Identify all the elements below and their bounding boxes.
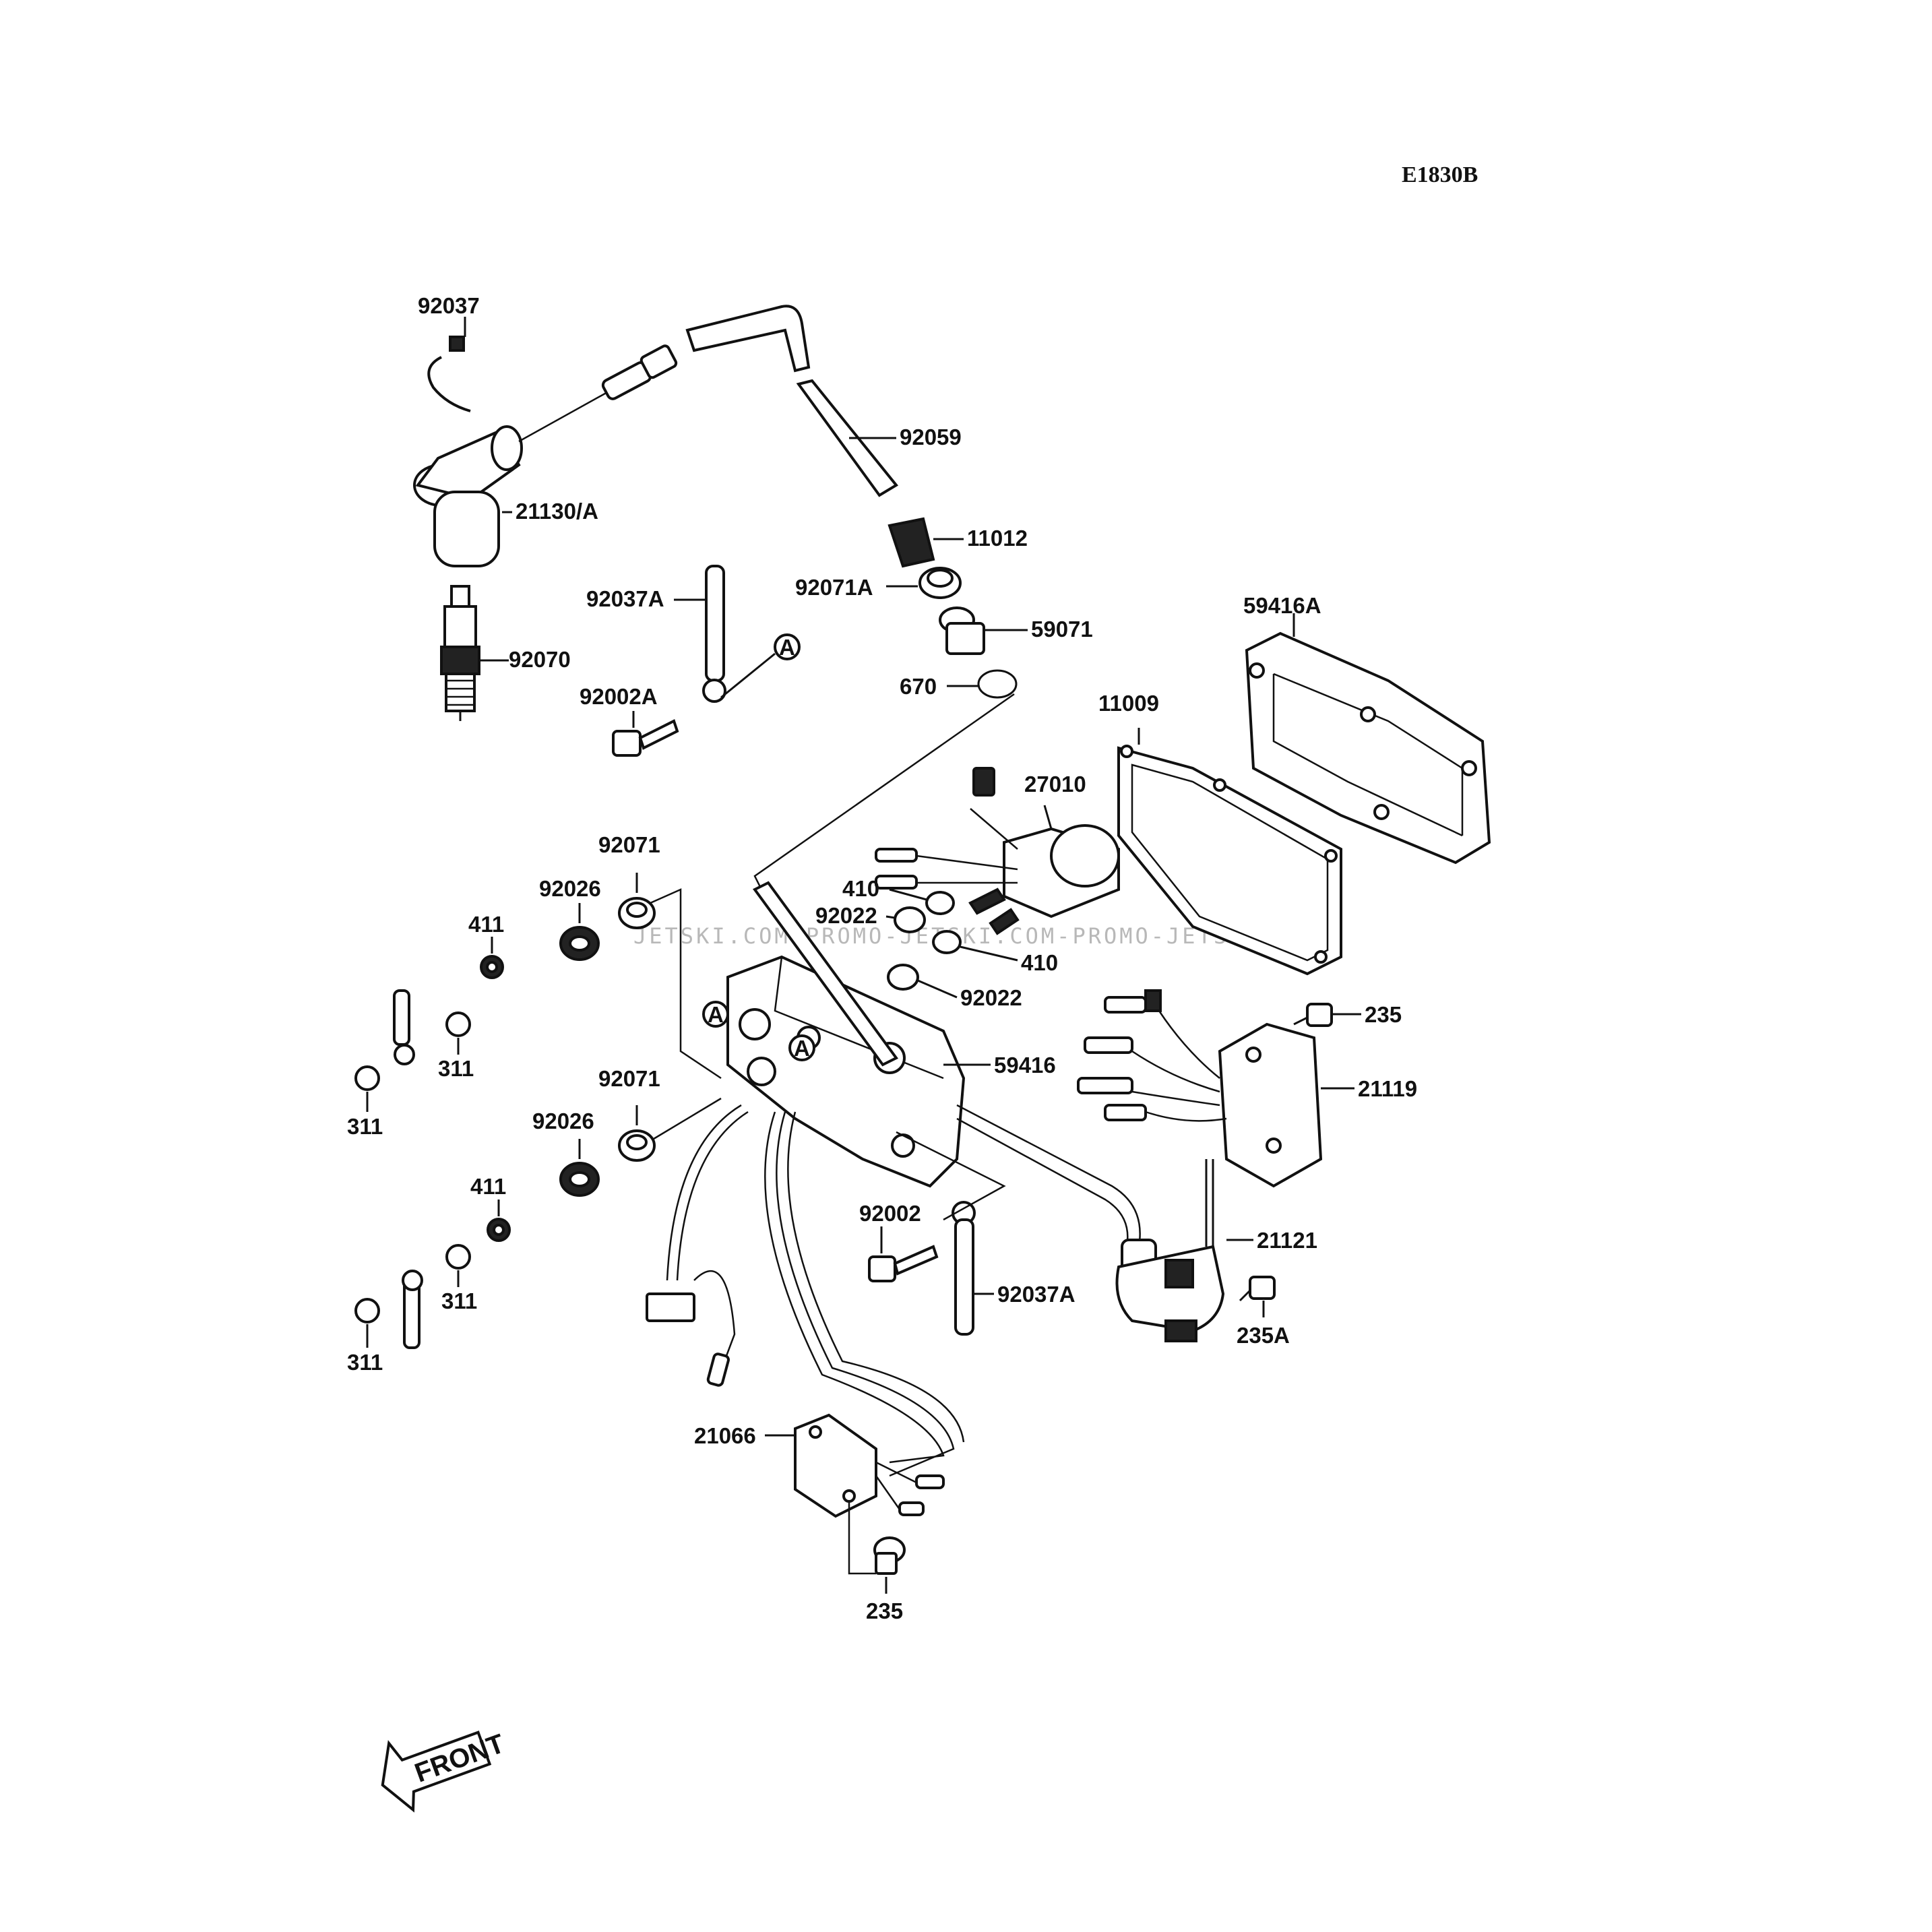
callout-92022-right: 92022 xyxy=(960,985,1022,1010)
hv-lead xyxy=(518,389,611,443)
callout-92002: 92002 xyxy=(859,1201,921,1226)
front-label: FRONT xyxy=(411,1728,509,1788)
callout-235-right: 235 xyxy=(1365,1002,1402,1027)
marker-a-left xyxy=(702,1001,729,1028)
callout-11012: 11012 xyxy=(967,526,1028,551)
callout-670: 670 xyxy=(900,674,937,699)
callout-59071: 59071 xyxy=(1031,617,1093,642)
callout-92002A: 92002A xyxy=(580,684,658,709)
callout-92070: 92070 xyxy=(509,647,571,672)
clip-92037 xyxy=(427,356,471,412)
bolt-92002 xyxy=(868,1226,939,1282)
screw-235A xyxy=(1239,1276,1276,1317)
washers-410-92022 xyxy=(885,888,1018,999)
callout-21119: 21119 xyxy=(1358,1076,1417,1101)
marker-a-top xyxy=(774,633,801,660)
filter-11012 xyxy=(887,517,964,568)
callout-235A: 235A xyxy=(1237,1323,1290,1348)
coil-lead xyxy=(956,1104,1141,1247)
strap-92037A-top xyxy=(674,565,726,703)
marker-a-center xyxy=(788,1034,815,1061)
spark-plug-92070 xyxy=(440,585,480,721)
svg-text:A: A xyxy=(708,1002,724,1027)
ignition-coil-21121 xyxy=(1115,1159,1253,1342)
callout-92059: 92059 xyxy=(900,425,962,449)
callout-411-bottom: 411 xyxy=(470,1174,506,1199)
callout-21130A: 21130/A xyxy=(516,499,598,524)
gasket-11009 xyxy=(1117,728,1342,976)
hose-92059 xyxy=(685,305,898,497)
callout-59416A: 59416A xyxy=(1243,593,1321,618)
callout-235-bottom: 235 xyxy=(866,1598,903,1623)
callout-92026-bottom: 92026 xyxy=(532,1109,594,1133)
callout-92037A-bottom: 92037A xyxy=(997,1282,1076,1307)
callout-labels: 92037 92059 21130/A 11012 92071A 92037A … xyxy=(347,293,1417,1623)
callout-59416: 59416 xyxy=(994,1053,1056,1078)
callout-21121: 21121 xyxy=(1257,1228,1317,1253)
grommet-92071A xyxy=(886,567,962,599)
regulator-21119 xyxy=(1077,989,1354,1188)
callout-92071A: 92071A xyxy=(795,575,873,600)
cdi-21066 xyxy=(765,1413,945,1575)
callout-411-top: 411 xyxy=(468,912,504,937)
callout-11009: 11009 xyxy=(1098,691,1159,716)
callout-410-right: 410 xyxy=(1021,950,1058,975)
callout-92071-bottom: 92071 xyxy=(598,1066,660,1091)
spark-plug-cap-group xyxy=(413,317,678,721)
callout-92037: 92037 xyxy=(418,293,480,318)
nuts-and-terminals xyxy=(354,937,511,1349)
front-arrow: FRONT xyxy=(381,1728,509,1813)
callout-27010: 27010 xyxy=(1024,772,1086,797)
grommets-left xyxy=(559,873,722,1197)
callout-92026-top: 92026 xyxy=(539,876,601,901)
callout-311-d: 311 xyxy=(347,1350,383,1375)
fitting-59071 xyxy=(939,606,1028,655)
callout-21066: 21066 xyxy=(694,1423,756,1448)
wiring-harness xyxy=(646,1104,965,1477)
relay-27010 xyxy=(875,767,1120,935)
callout-410-left: 410 xyxy=(842,876,879,901)
diagram-code: E1830B xyxy=(1402,162,1478,187)
screw-235-right xyxy=(1293,1003,1361,1027)
callout-311-c: 311 xyxy=(441,1288,477,1313)
callout-311-a: 311 xyxy=(438,1056,474,1081)
marker-a-top-text: A xyxy=(779,635,795,660)
callout-92022-left: 92022 xyxy=(815,903,877,928)
screw-235-bottom xyxy=(873,1536,906,1594)
callout-311-b: 311 xyxy=(347,1114,383,1139)
strap-92037A-bottom xyxy=(896,1131,1006,1336)
svg-text:A: A xyxy=(794,1036,810,1061)
callout-92037A-top: 92037A xyxy=(586,586,664,611)
bolt-92002A: A xyxy=(612,633,801,757)
callout-92071-top: 92071 xyxy=(598,832,660,857)
cover-59416A xyxy=(1245,613,1491,865)
electric-case-59416: A A xyxy=(702,881,991,1188)
